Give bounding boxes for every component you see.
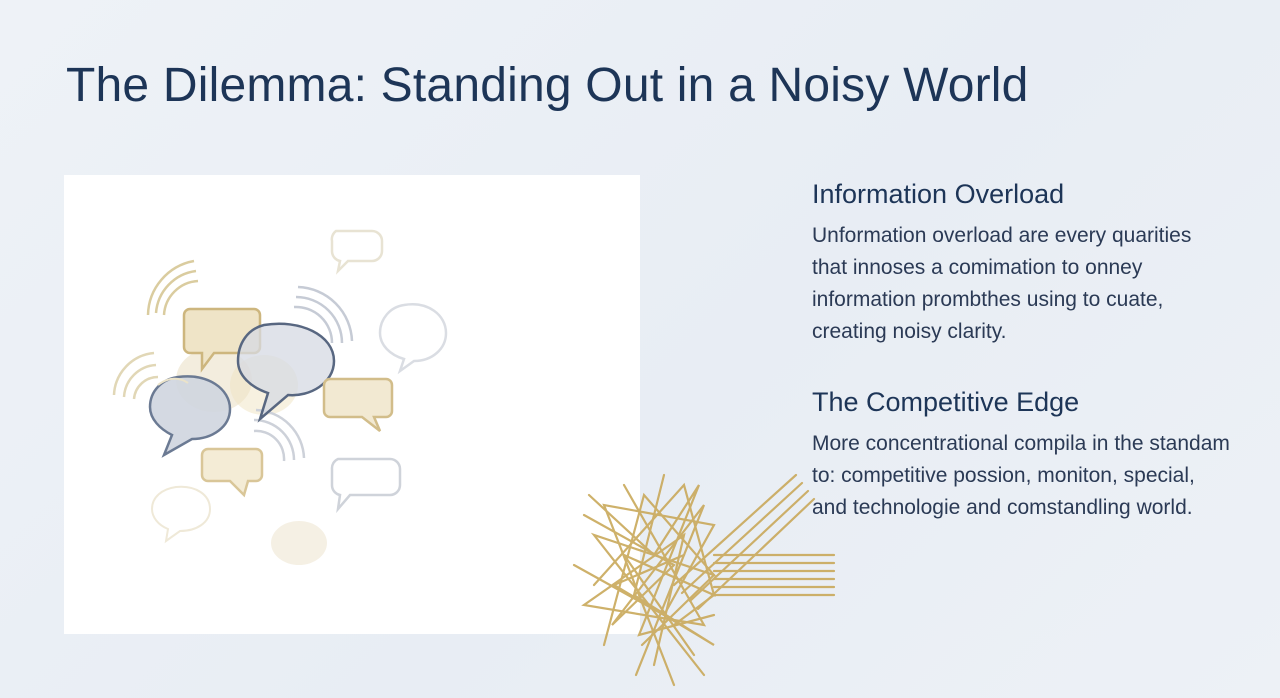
speech-bubble-icon bbox=[157, 377, 189, 386]
speech-bubble-icon bbox=[236, 322, 336, 423]
section-body: Unformation overload are every quarities… bbox=[812, 224, 1192, 343]
speech-bubble-icon bbox=[330, 457, 402, 514]
speech-bubble-icon bbox=[378, 303, 448, 375]
section-competitive-edge: The Competitive Edge More concentrationa… bbox=[812, 384, 1232, 524]
section-information-overload: Information Overload Unformation overloa… bbox=[812, 176, 1232, 348]
tangled-lines-icon bbox=[572, 473, 836, 687]
sound-wave-icon bbox=[146, 259, 199, 316]
section-heading: Information Overload bbox=[812, 179, 1065, 209]
speech-bubbles-graphic bbox=[112, 229, 448, 565]
speech-bubble-icon bbox=[330, 229, 384, 275]
glow-blob bbox=[271, 521, 327, 565]
content-column: Information Overload Unformation overloa… bbox=[812, 176, 1232, 524]
section-body: More concentrational compila in the stan… bbox=[812, 432, 1230, 519]
speech-bubble-icon bbox=[200, 447, 264, 498]
sound-wave-icon bbox=[112, 351, 159, 400]
speech-bubble-icon bbox=[182, 307, 262, 373]
sound-wave-icon bbox=[293, 285, 354, 344]
noisy-chat-illustration bbox=[64, 175, 836, 687]
slide-title: The Dilemma: Standing Out in a Noisy Wor… bbox=[66, 59, 1029, 112]
speech-bubble-icon bbox=[150, 485, 212, 544]
speech-bubble-icon bbox=[148, 375, 232, 458]
speech-bubble-icon bbox=[322, 377, 394, 432]
section-heading: The Competitive Edge bbox=[812, 387, 1080, 417]
